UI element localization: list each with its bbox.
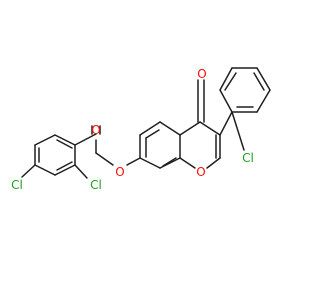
atom-o-ring: O <box>196 165 205 179</box>
bond-17 <box>139 157 161 169</box>
bond-7 <box>56 139 73 149</box>
bond-37 <box>256 67 271 91</box>
atom-cl-phenyl: Cl <box>242 151 254 165</box>
bond-1 <box>34 134 56 146</box>
bond-43 <box>224 72 237 91</box>
bond-42 <box>253 72 265 91</box>
bond-27 <box>206 157 221 169</box>
bond-34 <box>219 111 233 136</box>
bond-20 <box>159 121 181 136</box>
bond-4 <box>54 164 76 176</box>
atom-o-ester: O <box>115 165 124 179</box>
atom-cl-ortho: Cl <box>90 178 102 192</box>
bond-8 <box>56 161 73 171</box>
bond-5 <box>34 164 56 176</box>
bond-40 <box>219 89 233 113</box>
bond-30 <box>179 121 201 136</box>
atom-o-ketone: O <box>197 67 206 81</box>
bond-9 <box>21 164 36 178</box>
bond-13 <box>95 152 114 166</box>
bond-21 <box>139 121 161 136</box>
bond-39 <box>219 67 233 91</box>
bond-24 <box>162 157 177 167</box>
bond-36 <box>256 89 271 113</box>
atom-cl-para: Cl <box>11 178 23 192</box>
bond-44 <box>231 111 245 151</box>
bond-29 <box>199 121 221 136</box>
bond-2 <box>54 134 76 146</box>
bond-11 <box>74 133 97 146</box>
atom-o-carbonyl-ester: O <box>91 123 100 137</box>
bond-16 <box>126 157 141 166</box>
bond-10 <box>74 164 88 179</box>
bond-26 <box>179 157 196 169</box>
bond-lines <box>21 67 271 179</box>
bond-23 <box>145 129 160 139</box>
molecule-structure-diagram: O O O O Cl Cl Cl <box>11 67 271 192</box>
